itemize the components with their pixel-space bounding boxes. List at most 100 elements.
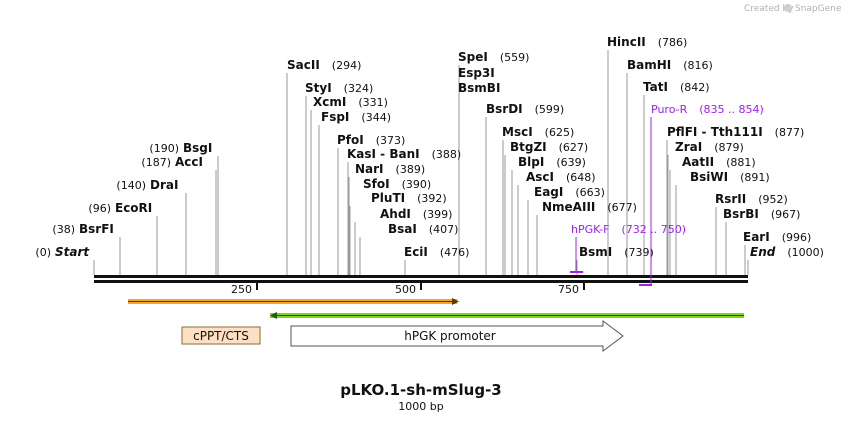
- site-sfoi-13-name: SfoI: [363, 177, 390, 191]
- site-tati-31[interactable]: TatI (842): [643, 80, 710, 94]
- site-btgzi-23[interactable]: BtgZI(627): [510, 140, 588, 154]
- site-zrai-33[interactable]: ZraI (879): [675, 140, 744, 154]
- tick-label-250: 250: [231, 283, 252, 296]
- site-bsmbi-20[interactable]: BsmBI: [458, 81, 500, 95]
- site-bsmi-28[interactable]: BsmI(739): [579, 245, 654, 259]
- site-ecori-2-name: EcoRI: [115, 201, 152, 215]
- site-nmeaiii-27-name: NmeAIII: [542, 200, 595, 214]
- site-start-0-position: (0): [35, 246, 51, 259]
- site-spei-18-position: (559): [500, 51, 530, 64]
- site-nmeaiii-27-position: (677): [607, 201, 637, 214]
- site-pfoi-10[interactable]: PfoI(373): [337, 133, 405, 147]
- site-acci-4-position: (187): [141, 156, 171, 169]
- site-hincii-29[interactable]: HincII(786): [607, 35, 687, 49]
- site-bsrbi-37-position: (967): [771, 208, 801, 221]
- site-asci-25-name: AscI: [526, 170, 554, 184]
- site-bsai-16-name: BsaI: [388, 222, 417, 236]
- site-eari-38-position: (996): [782, 231, 812, 244]
- primer-hpgk-f-name: hPGK-F: [571, 223, 609, 236]
- site-eagi-26-name: EagI: [534, 185, 563, 199]
- site-pluti-14[interactable]: PluTI(392): [371, 191, 447, 205]
- backbone-top-strand: [94, 275, 748, 278]
- site-bamhi-30-name: BamHI: [627, 58, 671, 72]
- site-ahdi-15[interactable]: AhdI (399): [380, 207, 452, 221]
- site-ahdi-15-name: AhdI: [380, 207, 411, 221]
- backbone-bottom-strand: [94, 280, 748, 283]
- feature-cppt-cts[interactable]: cPPT/CTS: [128, 298, 459, 345]
- primer-hpgk-f-range: (732 .. 750): [621, 223, 686, 236]
- site-fspi-9-position: (344): [361, 111, 391, 124]
- primer-puro-r[interactable]: Puro-R(835 .. 854): [639, 103, 764, 286]
- site-sacii-6[interactable]: SacII(294): [287, 58, 361, 72]
- site-ecori-2[interactable]: EcoRI(96): [88, 201, 152, 215]
- site-bamhi-30-position: (816): [683, 59, 713, 72]
- site-hincii-29-position: (786): [658, 36, 688, 49]
- site-nari-12-name: NarI: [355, 162, 384, 176]
- site-ecii-17[interactable]: EciI(476): [404, 245, 469, 259]
- site-bsiwi-35[interactable]: BsiWI(891): [690, 170, 770, 184]
- site-acci-4-name: AccI: [175, 155, 203, 169]
- site-bsrfi-1[interactable]: BsrFI(38): [52, 222, 113, 236]
- site-start-0[interactable]: Start (0): [35, 245, 90, 259]
- site-bsrbi-37[interactable]: BsrBI(967): [723, 207, 800, 221]
- site-bsrdi-21[interactable]: BsrDI(599): [486, 102, 564, 116]
- site-esp3i-19[interactable]: Esp3I: [458, 66, 495, 80]
- site-nari-12[interactable]: NarI (389): [355, 162, 425, 176]
- site-kasi-bani-11-position: (388): [432, 148, 462, 161]
- site-nari-12-position: (389): [396, 163, 426, 176]
- site-bsai-16-position: (407): [429, 223, 459, 236]
- site-drai-3[interactable]: DraI(140): [116, 178, 178, 192]
- primer-hpgk-f[interactable]: hPGK-F (732 .. 750): [570, 223, 686, 273]
- site-bsmbi-20-name: BsmBI: [458, 81, 500, 95]
- site-esp3i-19-name: Esp3I: [458, 66, 495, 80]
- site-bsiwi-35-name: BsiWI: [690, 170, 728, 184]
- feature-hpgk-promoter[interactable]: hPGK promoter: [270, 312, 744, 352]
- site-fspi-9-name: FspI: [321, 110, 349, 124]
- site-ahdi-15-position: (399): [423, 208, 453, 221]
- site-acci-4[interactable]: AccI (187): [141, 155, 203, 169]
- site-eagi-26[interactable]: EagI (663): [534, 185, 605, 199]
- tick-750: 750: [558, 283, 585, 296]
- feature-hpgk-promoter-arrow-icon: [270, 312, 277, 319]
- site-eari-38[interactable]: EarI(996): [743, 230, 811, 244]
- site-sacii-6-position: (294): [332, 59, 362, 72]
- site-ecii-17-position: (476): [440, 246, 470, 259]
- tick-250: 250: [231, 283, 258, 296]
- site-xcmi-8[interactable]: XcmI(331): [313, 95, 388, 109]
- primers: Puro-R(835 .. 854) hPGK-F (732 .. 750): [570, 103, 764, 286]
- site-msci-22[interactable]: MscI(625): [502, 125, 574, 139]
- site-bsrfi-1-position: (38): [52, 223, 75, 236]
- site-rsrii-36-name: RsrII: [715, 192, 746, 206]
- site-rsrii-36[interactable]: RsrII(952): [715, 192, 788, 206]
- site-aatii-34[interactable]: AatII(881): [682, 155, 756, 169]
- primer-puro-r-range: (835 .. 854): [699, 103, 764, 116]
- site-bamhi-30[interactable]: BamHI (816): [627, 58, 713, 72]
- site-tati-31-name: TatI: [643, 80, 668, 94]
- sequence-backbone: [94, 275, 748, 283]
- site-tati-31-position: (842): [680, 81, 710, 94]
- site-bsmi-28-name: BsmI: [579, 245, 612, 259]
- site-zrai-33-name: ZraI: [675, 140, 702, 154]
- site-styi-7[interactable]: StyI(324): [305, 81, 373, 95]
- site-msci-22-name: MscI: [502, 125, 533, 139]
- site-bsgi-5[interactable]: BsgI(190): [149, 141, 212, 155]
- site-end-39-name: End: [750, 245, 776, 259]
- site-bsrdi-21-position: (599): [535, 103, 565, 116]
- site-asci-25[interactable]: AscI(648): [526, 170, 596, 184]
- site-bsai-16[interactable]: BsaI (407): [388, 222, 458, 236]
- site-start-0-name: Start: [55, 245, 90, 259]
- snapgene-logo-icon: [784, 4, 792, 12]
- site-nmeaiii-27[interactable]: NmeAIII (677): [542, 200, 637, 214]
- site-pflfi-tth111i-32[interactable]: PflFI - Tth111I(877): [667, 125, 804, 139]
- site-spei-18[interactable]: SpeI(559): [458, 50, 529, 64]
- site-zrai-33-position: (879): [714, 141, 744, 154]
- site-kasi-bani-11[interactable]: KasI - BanI(388): [347, 147, 461, 161]
- site-end-39[interactable]: End(1000): [750, 245, 824, 259]
- site-eagi-26-position: (663): [575, 186, 605, 199]
- site-pfoi-10-position: (373): [376, 134, 406, 147]
- site-styi-7-position: (324): [344, 82, 374, 95]
- site-sfoi-13[interactable]: SfoI(390): [363, 177, 431, 191]
- site-blpi-24[interactable]: BlpI(639): [518, 155, 586, 169]
- site-fspi-9[interactable]: FspI (344): [321, 110, 391, 124]
